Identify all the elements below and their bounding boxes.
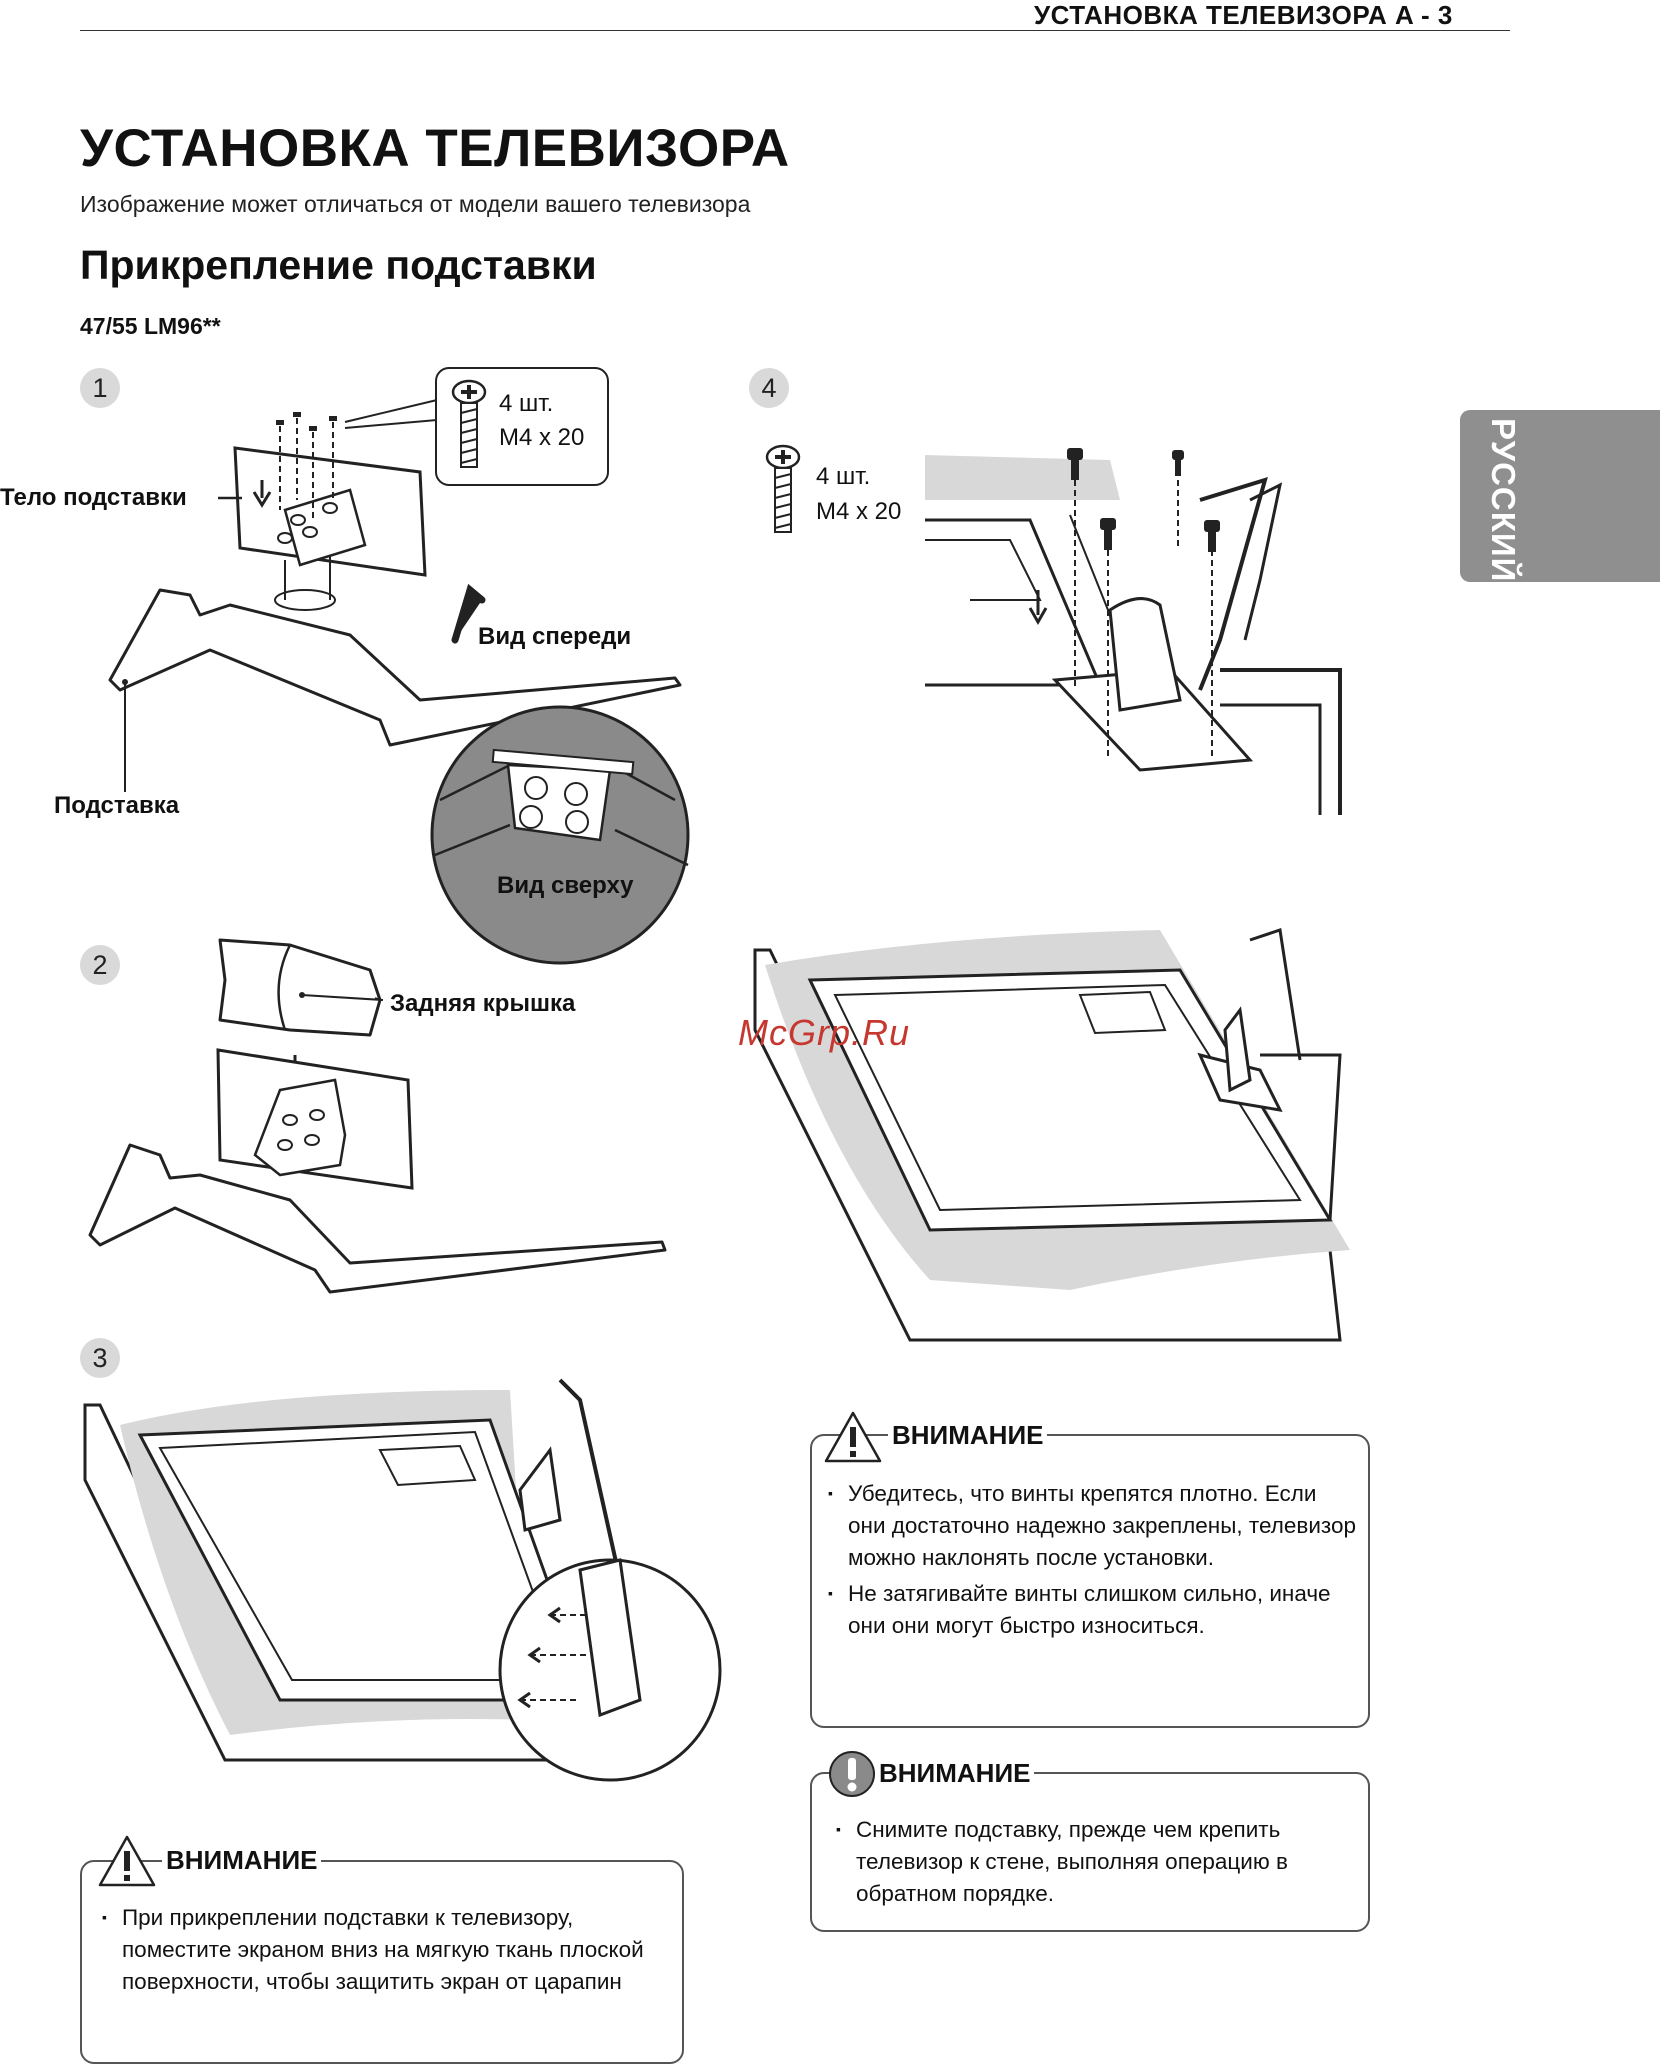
caution-title-right-2: ВНИМАНИЕ: [875, 1758, 1035, 1789]
caution-item-right-1-2: Не затягивайте винты слишком сильно, ина…: [826, 1577, 1360, 1642]
caution-item-right-2-1: Снимите подставку, прежде чем крепить те…: [834, 1813, 1334, 1910]
header-rule: [80, 30, 1510, 31]
caution-list-right-2: Снимите подставку, прежде чем крепить те…: [834, 1813, 1334, 1910]
caution-list-right-1: Убедитесь, что винты крепятся плотно. Ес…: [826, 1477, 1360, 1642]
back-cover-label: Задняя крышка: [390, 990, 576, 1017]
caution-title-left: ВНИМАНИЕ: [162, 1845, 322, 1876]
stand-label: Подставка: [54, 792, 180, 819]
step-badge-4: 4: [749, 368, 789, 408]
language-tab: РУССКИЙ: [1460, 410, 1660, 582]
step-badge-1: 1: [80, 368, 120, 408]
screw-qty-step4: 4 шт.: [816, 463, 871, 490]
screw-size-step1: M4 x 20: [499, 424, 585, 451]
step2-illustration: [88, 938, 667, 1294]
watermark-text: McGrp.Ru: [738, 1012, 911, 1053]
warning-triangle-icon: [824, 1411, 882, 1463]
model-label: 47/55 LM96**: [80, 313, 221, 339]
screw-size-step4: M4 x 20: [816, 498, 902, 525]
page-subtitle: Изображение может отличаться от модели в…: [80, 191, 751, 217]
exclamation-circle-icon: [829, 1751, 875, 1797]
caution-title-right-1: ВНИМАНИЕ: [888, 1420, 1048, 1451]
page-title: УСТАНОВКА ТЕЛЕВИЗОРА: [80, 119, 790, 178]
caution-list-left: При прикреплении подставки к телевизору,…: [100, 1901, 680, 1998]
step4-overview-illustration: [753, 928, 1350, 1342]
screw-icon: [765, 444, 801, 533]
step4-illustration: [925, 448, 1342, 815]
screw-callout-step1: 4 шт. M4 x 20: [435, 367, 609, 486]
warning-triangle-icon: [98, 1835, 156, 1887]
step1-illustration: [108, 399, 690, 965]
stand-body-label: Тело подставки: [0, 484, 187, 511]
running-head: УСТАНОВКА ТЕЛЕВИЗОРА A - 3: [1034, 0, 1453, 30]
screw-qty-step1: 4 шт.: [499, 390, 554, 417]
language-tab-label: РУССКИЙ: [1485, 418, 1522, 583]
section-title: Прикрепление подставки: [80, 242, 597, 288]
caution-item-right-1-1: Убедитесь, что винты крепятся плотно. Ес…: [826, 1477, 1360, 1574]
step-badge-2: 2: [80, 945, 120, 985]
front-view-label: Вид спереди: [478, 623, 632, 650]
caution-item-left-1: При прикреплении подставки к телевизору,…: [100, 1901, 680, 1998]
step3-illustration: [83, 1378, 722, 1782]
screw-icon: [451, 379, 487, 468]
top-view-label: Вид сверху: [497, 872, 634, 899]
step-badge-3: 3: [80, 1338, 120, 1378]
